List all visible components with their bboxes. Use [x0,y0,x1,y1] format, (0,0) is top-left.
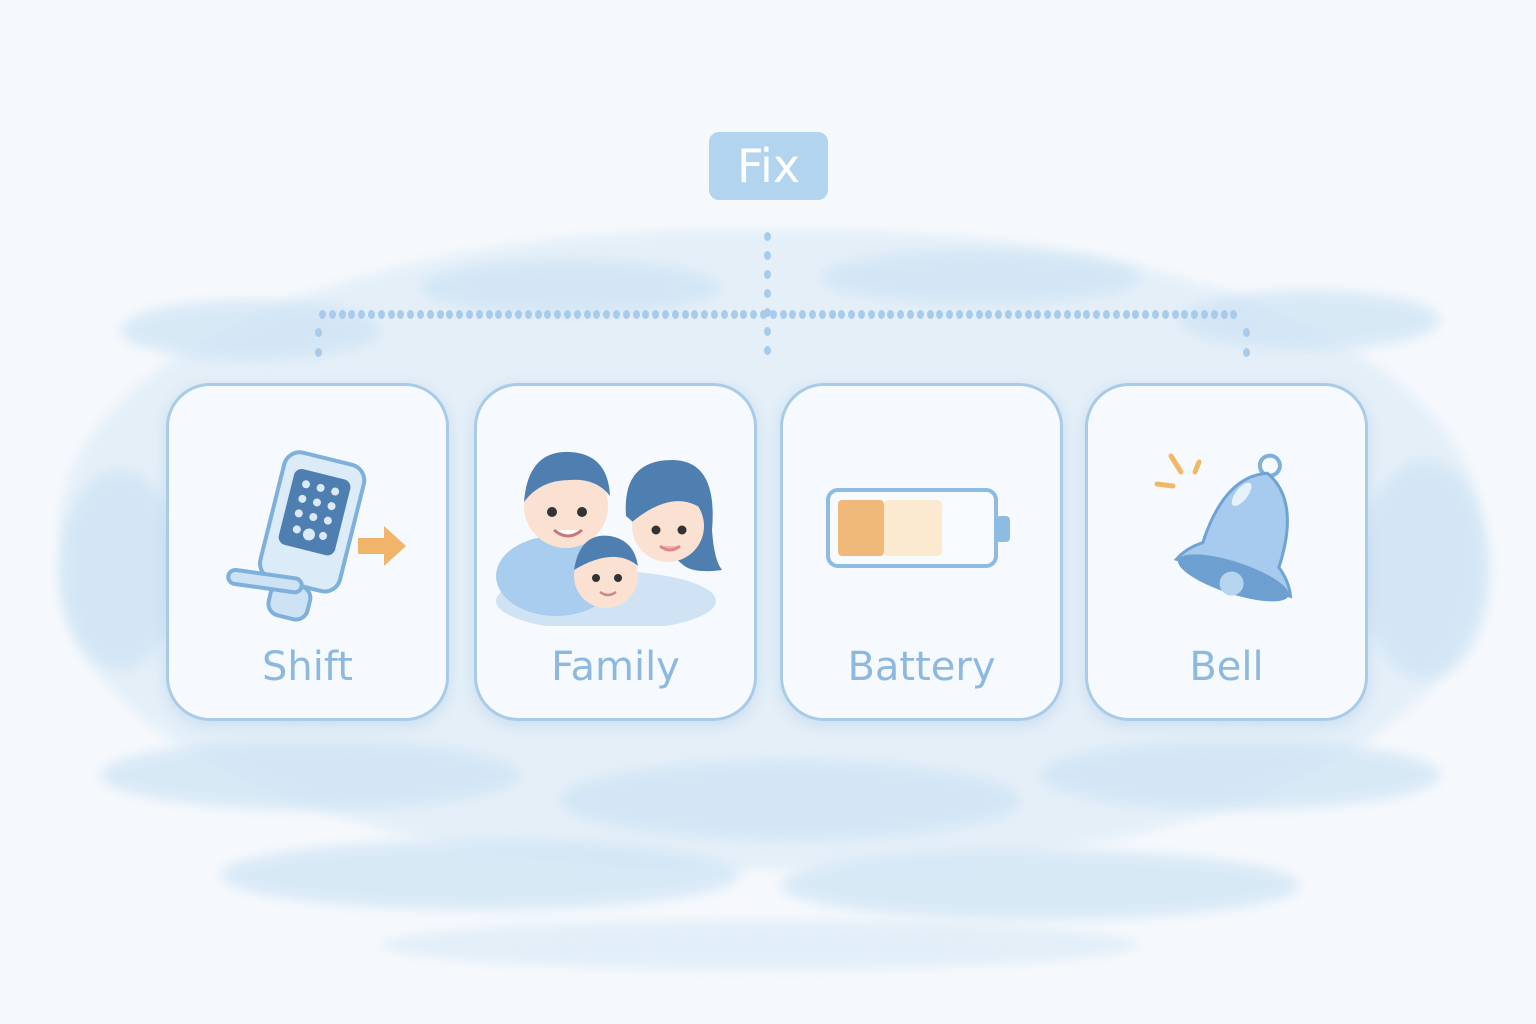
child-label: Bell [1189,644,1264,690]
child-label: Battery [847,644,996,690]
child-node-shift[interactable]: Shift [166,383,449,721]
battery-low-icon [783,416,1060,636]
ringing-bell-icon [1088,416,1365,636]
child-node-battery[interactable]: Battery [780,383,1063,721]
child-label: Family [551,644,680,690]
root-node-fix[interactable]: Fix [709,132,828,200]
child-label: Shift [262,644,353,690]
smart-lock-arrow-icon [169,416,446,636]
child-node-bell[interactable]: Bell [1085,383,1368,721]
child-node-family[interactable]: Family [474,383,757,721]
family-icon [477,416,754,636]
